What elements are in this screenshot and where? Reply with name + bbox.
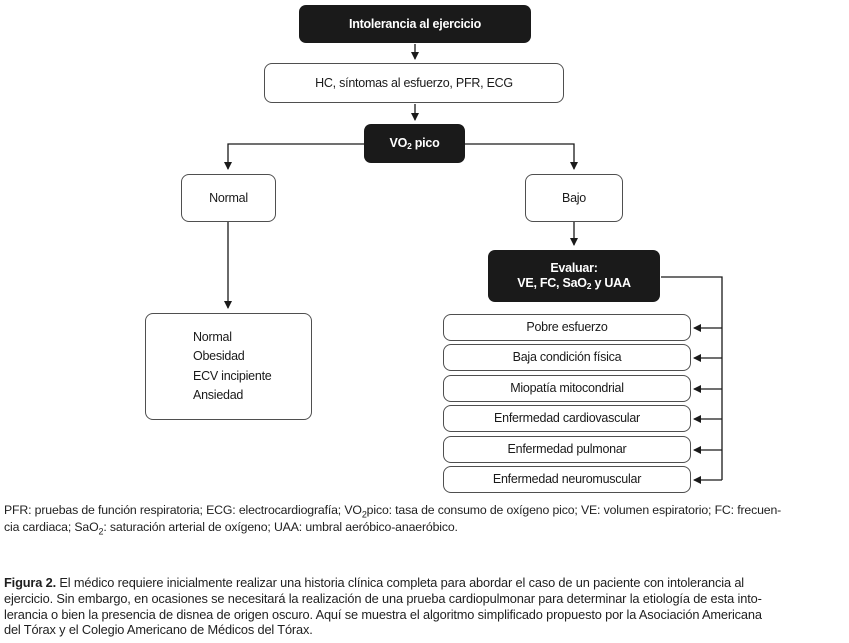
node-miopatia-mitocondrial: Miopatía mitocondrial: [443, 375, 691, 402]
node-label: Normal: [209, 190, 248, 205]
connector-lines: [224, 44, 723, 484]
node-enfermedad-pulmonar: Enfermedad pulmonar: [443, 436, 691, 463]
node-label: Pobre esfuerzo: [526, 320, 608, 334]
node-vo2-pico: VO2 pico: [364, 124, 465, 163]
node-label: Bajo: [561, 190, 587, 205]
footnote-line-2: cia cardiaca; SaO2: saturación arterial …: [4, 519, 458, 536]
node-label: Enfermedad neuromuscular: [492, 472, 642, 486]
arrow-vo2-to-normal: [224, 143, 364, 170]
node-label: Enfermedad pulmonar: [507, 442, 627, 456]
arrow-vo2-to-bajo: [465, 143, 578, 170]
node-enfermedad-neuromuscular: Enfermedad neuromuscular: [443, 466, 691, 493]
node-label: Baja condición física: [512, 350, 622, 364]
caption-line-1: Figura 2. El médico requiere inicialment…: [4, 575, 745, 590]
outcome-normal: Normal: [193, 329, 232, 344]
footnote-line-1: PFR: pruebas de función respiratoria; EC…: [4, 503, 782, 520]
node-intolerancia-al-ejercicio: Intolerancia al ejercicio: [299, 5, 531, 43]
node-normal-outcomes: Normal Obesidad ECV incipiente Ansiedad: [145, 313, 312, 420]
node-bajo: Bajo: [525, 174, 623, 222]
caption-label: Figura 2.: [4, 575, 56, 590]
node-label: Evaluar: VE, FC, SaO2 y UAA: [517, 261, 631, 291]
abbreviations-footnote: PFR: pruebas de función respiratoria; EC…: [4, 502, 846, 535]
figure-caption: Figura 2. El médico requiere inicialment…: [4, 575, 846, 638]
node-label: Miopatía mitocondrial: [510, 381, 624, 395]
node-pobre-esfuerzo: Pobre esfuerzo: [443, 314, 691, 341]
connector-evaluar-trunk: [661, 276, 723, 480]
node-label: Enfermedad cardiovascular: [494, 411, 640, 425]
node-normal: Normal: [181, 174, 276, 222]
caption-line-2: ejercicio. Sin embargo, en ocasiones se …: [4, 590, 762, 606]
node-label: VO2 pico: [389, 136, 440, 151]
outcome-obesidad: Obesidad: [193, 349, 245, 363]
outcome-ansiedad: Ansiedad: [193, 388, 244, 402]
node-baja-condicion-fisica: Baja condición física: [443, 344, 691, 371]
node-label: HC, síntomas al esfuerzo, PFR, ECG: [315, 75, 513, 90]
caption-line-4: del Tórax y el Colegio Americano de Médi…: [4, 622, 313, 638]
caption-line-3: lerancia o bien la presencia de disnea d…: [4, 606, 762, 622]
node-hc-sintomas: HC, síntomas al esfuerzo, PFR, ECG: [264, 63, 564, 103]
node-enfermedad-cardiovascular: Enfermedad cardiovascular: [443, 405, 691, 432]
node-evaluar: Evaluar: VE, FC, SaO2 y UAA: [488, 250, 660, 302]
node-label: Intolerancia al ejercicio: [348, 16, 481, 31]
flowchart: Intolerancia al ejercicio HC, síntomas a…: [145, 5, 723, 493]
outcome-ecv-incipiente: ECV incipiente: [193, 368, 272, 383]
